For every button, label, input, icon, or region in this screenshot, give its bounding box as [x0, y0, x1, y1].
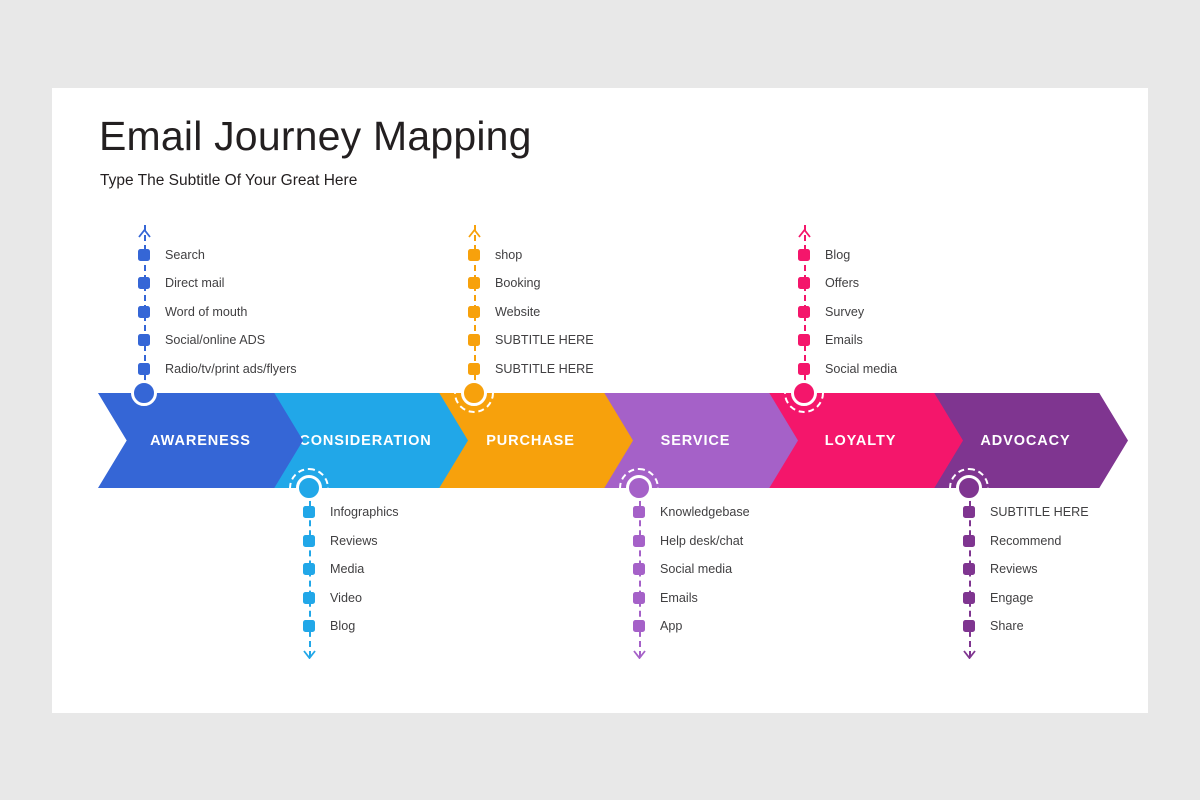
- list-item-label: Media: [330, 562, 365, 576]
- page-title: Email Journey Mapping: [99, 113, 532, 159]
- list-item-label: Social/online ADS: [165, 333, 266, 347]
- list-item-marker: [468, 248, 480, 261]
- list-item-label: Share: [990, 619, 1024, 633]
- list-item-label: Survey: [825, 304, 865, 319]
- list-item-marker: [633, 591, 645, 604]
- stage-label-service: SERVICE: [660, 432, 731, 449]
- list-item-label: Website: [495, 304, 541, 319]
- list-item-label: App: [660, 619, 683, 633]
- list-item-marker: [138, 248, 150, 261]
- list-item-marker: [138, 334, 150, 346]
- node-circle-awareness[interactable]: [131, 380, 157, 406]
- list-item-marker: [633, 563, 645, 575]
- list-item-label: SUBTITLE HERE: [495, 361, 594, 376]
- list-item-label: Video: [330, 590, 362, 605]
- node-circle-purchase[interactable]: [461, 380, 487, 406]
- list-item-label: Radio/tv/print ads/flyers: [165, 361, 297, 376]
- node-circle-advocacy[interactable]: [956, 475, 982, 501]
- stem-arrow-service: [633, 646, 646, 659]
- list-item-marker: [963, 591, 975, 604]
- list-item-marker: [963, 563, 975, 575]
- list-item-label: Infographics: [330, 505, 399, 519]
- list-item-marker: [303, 620, 315, 632]
- list-item-marker: [633, 620, 645, 632]
- list-item-marker: [138, 277, 150, 289]
- list-item-marker: [798, 277, 810, 289]
- list-item-marker: [633, 506, 645, 518]
- list-item-marker: [798, 248, 810, 261]
- list-item-marker: [963, 506, 975, 518]
- list-item-marker: [138, 305, 150, 318]
- list-item-label: SUBTITLE HERE: [495, 333, 594, 347]
- list-item-label: Knowledgebase: [660, 505, 750, 519]
- list-item-label: Reviews: [990, 562, 1038, 576]
- node-circle-consideration[interactable]: [296, 475, 322, 501]
- list-item-label: Reviews: [330, 533, 378, 548]
- list-item-marker: [303, 563, 315, 575]
- page-subtitle: Type The Subtitle Of Your Great Here: [100, 172, 358, 189]
- list-item-label: Direct mail: [165, 276, 225, 290]
- stem-arrow-consideration: [303, 646, 316, 659]
- list-item-marker: [303, 591, 315, 604]
- list-item-marker: [303, 506, 315, 518]
- list-item-marker: [798, 334, 810, 346]
- stem-arrow-loyalty: [798, 225, 811, 238]
- stem-arrow-purchase: [468, 225, 481, 238]
- list-item-marker: [468, 362, 480, 375]
- list-item-marker: [468, 277, 480, 289]
- list-item-label: Search: [165, 247, 205, 262]
- list-item-label: Recommend: [990, 533, 1062, 548]
- list-item-label: Emails: [660, 590, 698, 605]
- stage-chevron-awareness[interactable]: AWARENESS: [98, 393, 303, 488]
- list-item-marker: [303, 534, 315, 547]
- list-item-marker: [468, 334, 480, 346]
- node-circle-service[interactable]: [626, 475, 652, 501]
- list-item-label: Booking: [495, 276, 541, 290]
- stem-arrow-awareness: [138, 225, 151, 238]
- list-item-label: Help desk/chat: [660, 533, 744, 548]
- list-item-label: Blog: [825, 247, 851, 262]
- list-item-marker: [138, 362, 150, 375]
- list-item-marker: [963, 534, 975, 547]
- node-circle-loyalty[interactable]: [791, 380, 817, 406]
- list-item-marker: [798, 305, 810, 318]
- stage-label-advocacy: ADVOCACY: [980, 432, 1071, 449]
- stage-label-awareness: AWARENESS: [150, 432, 251, 449]
- list-item-label: shop: [495, 247, 523, 262]
- list-item-label: Offers: [825, 276, 860, 290]
- stage-label-consideration: CONSIDERATION: [299, 432, 432, 449]
- list-item-marker: [468, 305, 480, 318]
- list-item-label: Social media: [825, 361, 898, 376]
- list-item-label: Engage: [990, 590, 1034, 605]
- list-item-label: SUBTITLE HERE: [990, 505, 1089, 519]
- list-item-label: Blog: [330, 619, 356, 633]
- list-item-label: Word of mouth: [165, 304, 248, 319]
- stage-label-purchase: PURCHASE: [486, 432, 575, 449]
- list-item-marker: [633, 534, 645, 547]
- list-item-label: Emails: [825, 333, 863, 347]
- slide-card: Email Journey Mapping Type The Subtitle …: [52, 88, 1148, 713]
- list-item-marker: [798, 362, 810, 375]
- list-item-label: Social media: [660, 562, 733, 576]
- list-item-marker: [963, 620, 975, 632]
- stem-arrow-advocacy: [963, 646, 976, 659]
- stage-label-loyalty: LOYALTY: [824, 432, 897, 449]
